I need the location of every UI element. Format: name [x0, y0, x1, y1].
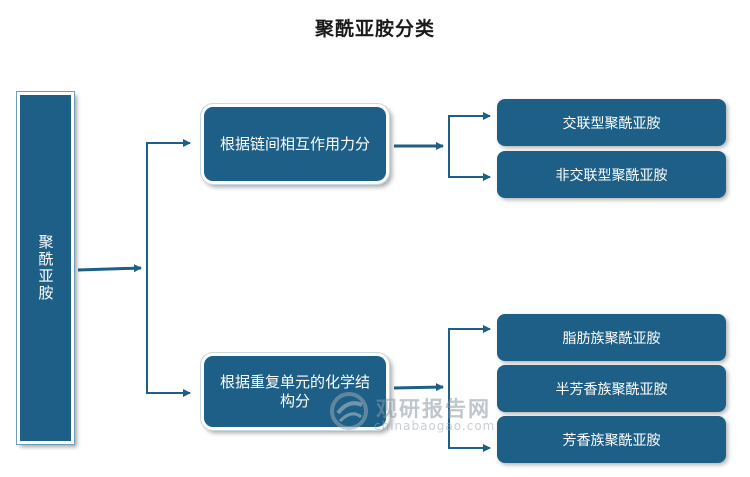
connector-bracket-3 — [448, 328, 487, 449]
watermark-subtext: chinabaogao.com — [374, 419, 496, 433]
group-node-chemical-structure: 根据重复单元的化学结构分 — [200, 352, 390, 431]
leaf-node-aliphatic: 脂肪族聚酰亚胺 — [497, 314, 726, 361]
watermark: 观研报告网 chinabaogao.com — [328, 389, 508, 439]
connector-root — [77, 264, 142, 273]
connector-bracket-1 — [146, 142, 188, 394]
leaf-node-non-crosslinked: 非交联型聚酰亚胺 — [497, 151, 726, 198]
diagram-title: 聚酰亚胺分类 — [314, 18, 435, 40]
watermark-text: 观研报告网 — [376, 397, 491, 421]
leaf-node-aromatic: 芳香族聚酰亚胺 — [497, 416, 726, 463]
root-node: 聚酰亚胺 — [16, 91, 75, 445]
watermark-logo-icon — [330, 392, 368, 430]
connector-group-2-out — [393, 383, 444, 392]
group-node-interchain-force: 根据链间相互作用力分 — [200, 103, 390, 185]
connector-bracket-2 — [448, 115, 487, 178]
leaf-node-semi-aromatic: 半芳香族聚酰亚胺 — [497, 365, 726, 412]
leaf-node-crosslinked: 交联型聚酰亚胺 — [497, 99, 726, 146]
